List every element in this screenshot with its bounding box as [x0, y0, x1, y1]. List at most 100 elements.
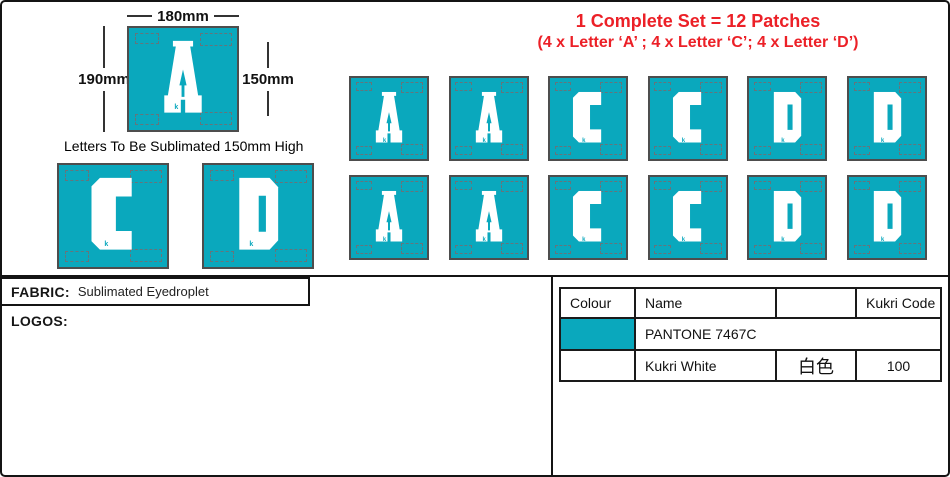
- patch-d: k: [747, 76, 828, 161]
- patch-c: k: [647, 175, 728, 260]
- kukri-watermark: k: [582, 236, 586, 243]
- kukri-watermark: k: [880, 236, 885, 243]
- dimension-letter-height-label: 150mm: [242, 70, 294, 88]
- corner-mark: [699, 82, 722, 93]
- corner-mark: [654, 146, 672, 155]
- kukri-watermark: k: [880, 137, 885, 144]
- corner-mark: [355, 146, 373, 155]
- kukri-watermark: k: [382, 236, 387, 243]
- letter-a: [374, 88, 404, 146]
- dimension-patch-height: 190mm: [76, 26, 132, 132]
- patch-d: k: [846, 175, 927, 260]
- sample-patch-slot: k: [127, 26, 239, 132]
- fabric-box: FABRIC: Sublimated Eyedroplet: [2, 277, 310, 306]
- kukri-white-row: Kukri White 白色 100: [559, 349, 942, 382]
- patch-a: k: [349, 175, 429, 260]
- dimension-line: [267, 42, 269, 68]
- white-name-cell: Kukri White: [634, 349, 777, 382]
- pantone-row: PANTONE 7467C: [559, 317, 942, 351]
- corner-mark: [401, 144, 424, 155]
- corner-mark: [899, 243, 922, 254]
- set-heading: 1 Complete Set = 12 Patches (4 x Letter …: [454, 10, 942, 54]
- corner-mark: [65, 250, 90, 262]
- corner-mark: [600, 181, 623, 192]
- patch-a: k: [448, 175, 529, 260]
- corner-mark: [654, 82, 672, 91]
- letter-a: [161, 40, 204, 113]
- colour-table-header-row: Colour Name Kukri Code: [559, 287, 942, 319]
- set-heading-line1: 1 Complete Set = 12 Patches: [575, 11, 821, 31]
- corner-mark: [799, 243, 822, 254]
- corner-mark: [654, 181, 672, 190]
- corner-mark: [355, 245, 373, 254]
- corner-mark: [200, 111, 232, 125]
- corner-mark: [401, 181, 424, 192]
- letter-c: [573, 187, 603, 245]
- corner-mark: [753, 181, 771, 190]
- patch-a: k: [448, 76, 529, 161]
- pantone-colour-swatch: [559, 317, 636, 351]
- corner-mark: [130, 248, 162, 262]
- patch-c: k: [57, 163, 169, 269]
- patch-a: k: [127, 26, 239, 132]
- letter-d: [872, 187, 902, 245]
- corner-mark: [699, 243, 722, 254]
- dimension-width: 180mm: [127, 7, 240, 25]
- dimension-letter-height: 150mm: [240, 42, 296, 116]
- corner-mark: [210, 250, 235, 262]
- corner-mark: [500, 181, 523, 192]
- white-code-cell: 100: [855, 349, 942, 382]
- blank-header-cell: [775, 287, 857, 319]
- corner-mark: [699, 181, 722, 192]
- section-divider: [2, 275, 948, 277]
- corner-mark: [799, 144, 822, 155]
- corner-mark: [899, 144, 922, 155]
- letter-d: [772, 88, 802, 146]
- corner-mark: [554, 82, 572, 91]
- corner-mark: [275, 170, 307, 184]
- kukri-watermark: k: [174, 103, 179, 111]
- corner-mark: [554, 181, 572, 190]
- pantone-name-cell: PANTONE 7467C: [634, 317, 942, 351]
- dimension-line: [103, 26, 105, 68]
- corner-mark: [853, 245, 871, 254]
- name-header-cell: Name: [634, 287, 777, 319]
- fabric-value: Sublimated Eyedroplet: [77, 284, 209, 299]
- corner-mark: [554, 146, 572, 155]
- kukri-watermark: k: [781, 236, 785, 243]
- corner-mark: [799, 82, 822, 93]
- patch-c: k: [548, 76, 629, 161]
- kukri-watermark: k: [104, 240, 109, 248]
- corner-mark: [600, 82, 623, 93]
- patch-c: k: [647, 76, 728, 161]
- set-heading-line2: (4 x Letter ‘A’ ; 4 x Letter ‘C’; 4 x Le…: [537, 34, 859, 52]
- corner-mark: [554, 245, 572, 254]
- corner-mark: [853, 146, 871, 155]
- kukri-code-header-cell: Kukri Code: [855, 287, 942, 319]
- kukri-watermark: k: [681, 236, 686, 243]
- corner-mark: [200, 33, 232, 47]
- corner-mark: [455, 146, 472, 155]
- corner-mark: [355, 82, 373, 91]
- corner-mark: [753, 82, 771, 91]
- sublimation-note: Letters To Be Sublimated 150mm High: [64, 138, 304, 154]
- letter-d: [236, 177, 279, 250]
- column-divider: [551, 275, 553, 475]
- kukri-watermark: k: [781, 137, 785, 144]
- letter-c: [673, 187, 703, 245]
- letter-c: [573, 88, 603, 146]
- corner-mark: [753, 245, 771, 254]
- fabric-label: FABRIC:: [11, 283, 70, 300]
- kukri-watermark: k: [482, 137, 486, 144]
- kukri-watermark: k: [582, 137, 586, 144]
- letter-a: [374, 187, 404, 245]
- dimension-width-label: 180mm: [157, 7, 209, 25]
- corner-mark: [699, 144, 722, 155]
- letter-a: [473, 187, 503, 245]
- corner-mark: [799, 181, 822, 192]
- corner-mark: [600, 144, 623, 155]
- corner-mark: [455, 82, 472, 91]
- letter-d: [772, 187, 802, 245]
